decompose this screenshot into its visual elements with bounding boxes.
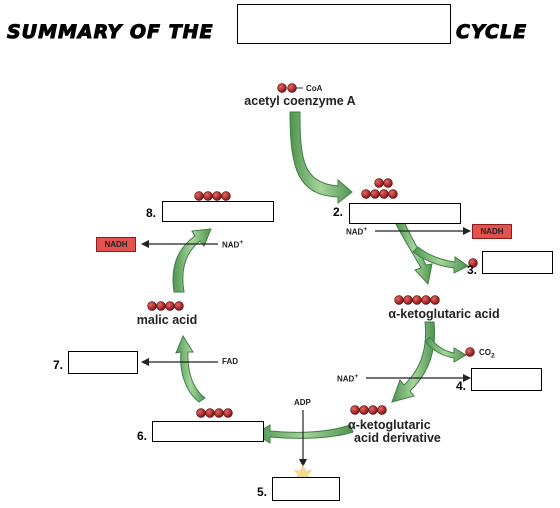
arrow-bottom bbox=[254, 424, 354, 444]
blank-5-number: 5. bbox=[257, 485, 268, 499]
branch-arrows bbox=[412, 246, 469, 363]
blank-8-input[interactable] bbox=[162, 201, 274, 222]
title-prefix: SUMMARY OF THE bbox=[6, 21, 214, 44]
citric-carbons bbox=[361, 178, 398, 199]
atp-burst-icon bbox=[292, 464, 314, 486]
carbons-step8 bbox=[194, 191, 231, 201]
arrow-to-top bbox=[172, 228, 212, 293]
blank-5-input[interactable] bbox=[272, 477, 340, 501]
blank-3-input[interactable] bbox=[482, 251, 553, 274]
acetyl-carbons bbox=[277, 83, 303, 93]
branch-arrow-3 bbox=[412, 246, 469, 274]
blank-4-number: 4. bbox=[456, 379, 467, 393]
co2-text: CO bbox=[479, 348, 491, 357]
carbon-molecules bbox=[147, 83, 478, 418]
blank-2-number: 2. bbox=[333, 205, 344, 219]
blank-8-number: 8. bbox=[146, 206, 157, 220]
green-cycle-arrows bbox=[172, 111, 436, 444]
blank-6-number: 6. bbox=[137, 429, 148, 443]
nad-left-plus: + bbox=[239, 239, 244, 246]
blank-4-input[interactable] bbox=[471, 368, 542, 391]
nadh-box-left: NADH bbox=[96, 237, 136, 252]
nad-left: NAD+ bbox=[222, 239, 243, 250]
co2-subscript: 2 bbox=[491, 352, 495, 360]
nad-lower-text: NAD bbox=[337, 374, 355, 384]
nad-left-text: NAD bbox=[222, 240, 240, 250]
carbon-co2 bbox=[465, 347, 475, 357]
nadh-right-label: NADH bbox=[480, 227, 504, 236]
nad-lower-plus: + bbox=[354, 373, 359, 380]
entry-arrow bbox=[289, 111, 353, 205]
nad-right: NAD+ bbox=[346, 226, 367, 237]
nadh-left-label: NADH bbox=[104, 240, 128, 249]
adp-label: ADP bbox=[294, 398, 311, 407]
blank-3-number: 3. bbox=[467, 263, 478, 277]
derivative-label-line1: α-ketoglutaric bbox=[348, 418, 431, 432]
branch-arrow-co2 bbox=[424, 336, 467, 363]
title-suffix: CYCLE bbox=[455, 21, 528, 44]
ketoglutaric-carbons bbox=[394, 295, 440, 305]
arrow-to-derivative bbox=[391, 321, 436, 403]
malic-carbons bbox=[147, 301, 184, 311]
malic-acid-label: malic acid bbox=[136, 313, 198, 327]
carbon-step3 bbox=[468, 258, 478, 268]
nad-right-text: NAD bbox=[346, 227, 364, 237]
alpha-ketoglutaric-label: α-ketoglutaric acid bbox=[388, 307, 500, 321]
derivative-label-line2: acid derivative bbox=[354, 431, 441, 445]
cofactor-arrows bbox=[141, 227, 471, 467]
fad-label: FAD bbox=[222, 357, 238, 366]
acetyl-coa-label: acetyl coenzyme A bbox=[244, 94, 356, 108]
derivative-carbons bbox=[350, 405, 387, 415]
blank-6-input[interactable] bbox=[152, 421, 264, 442]
nad-right-plus: + bbox=[363, 226, 368, 233]
blank-2-input[interactable] bbox=[349, 203, 461, 224]
blank-7-input[interactable] bbox=[68, 351, 138, 374]
nad-lower: NAD+ bbox=[337, 373, 358, 384]
co2-label: CO2 bbox=[479, 348, 495, 360]
nadh-box-right: NADH bbox=[472, 224, 512, 239]
carbons-step6 bbox=[196, 408, 233, 418]
coa-tag: CoA bbox=[306, 84, 323, 93]
blank-7-number: 7. bbox=[53, 358, 64, 372]
blank-1-input[interactable] bbox=[237, 4, 451, 44]
arrow-to-malic bbox=[175, 334, 206, 403]
